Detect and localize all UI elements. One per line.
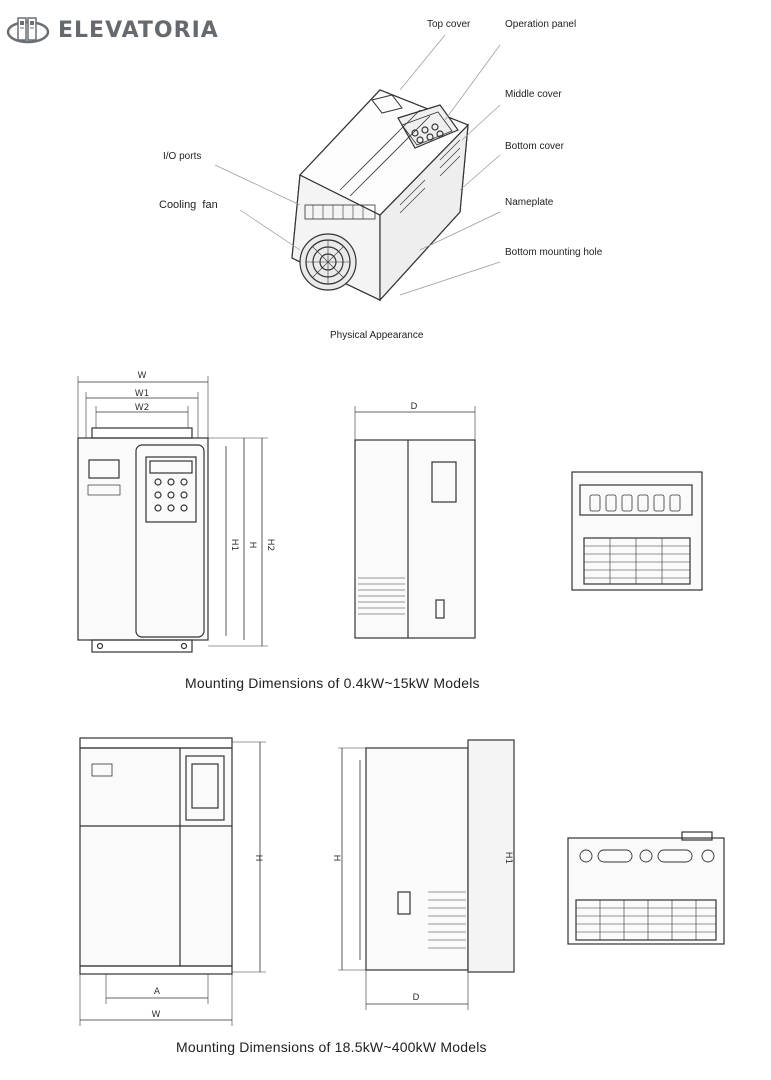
dim-label-w-large: W — [152, 1010, 161, 1020]
large-model-front-view — [79, 737, 266, 1026]
callout-cooling-fan: Cooling fan — [159, 199, 218, 211]
dim-label-w2: W2 — [135, 403, 150, 413]
dim-label-h-large: H — [253, 855, 263, 862]
dim-label-h: H — [247, 542, 257, 549]
dim-label-d-small: D — [411, 402, 418, 412]
physical-appearance-caption: Physical Appearance — [330, 330, 424, 341]
large-model-side-view — [338, 739, 515, 1010]
callout-middle-cover: Middle cover — [505, 89, 562, 100]
large-model-bottom-view — [567, 831, 725, 945]
dim-label-h1: H1 — [229, 539, 239, 552]
callout-top-cover: Top cover — [427, 19, 471, 30]
physical-appearance-drawing — [214, 34, 501, 302]
elevator-logo-icon — [6, 15, 52, 45]
callout-operation-panel: Operation panel — [505, 19, 577, 30]
dim-label-d-large: D — [413, 993, 420, 1003]
brand-logo: ELEVATORIA — [6, 10, 236, 50]
small-models-caption: Mounting Dimensions of 0.4kW~15kW Models — [185, 675, 480, 691]
small-model-front-view — [77, 376, 268, 653]
large-models-caption: Mounting Dimensions of 18.5kW~400kW Mode… — [176, 1039, 487, 1055]
dim-label-a: A — [154, 987, 161, 997]
dim-label-h-side: H — [331, 855, 341, 862]
callout-io-ports: I/O ports — [163, 151, 202, 162]
dim-label-w: W — [138, 371, 147, 381]
dim-label-w1: W1 — [135, 389, 150, 399]
callout-bottom-mounting-hole: Bottom mounting hole — [505, 247, 603, 258]
brand-name: ELEVATORIA — [58, 17, 219, 43]
dim-label-h2: H2 — [265, 539, 275, 552]
callout-nameplate: Nameplate — [505, 197, 554, 208]
small-model-side-view — [354, 406, 476, 639]
small-model-bottom-view — [571, 471, 703, 591]
callout-bottom-cover: Bottom cover — [505, 141, 564, 152]
dim-label-h1-side: H1 — [503, 852, 513, 865]
